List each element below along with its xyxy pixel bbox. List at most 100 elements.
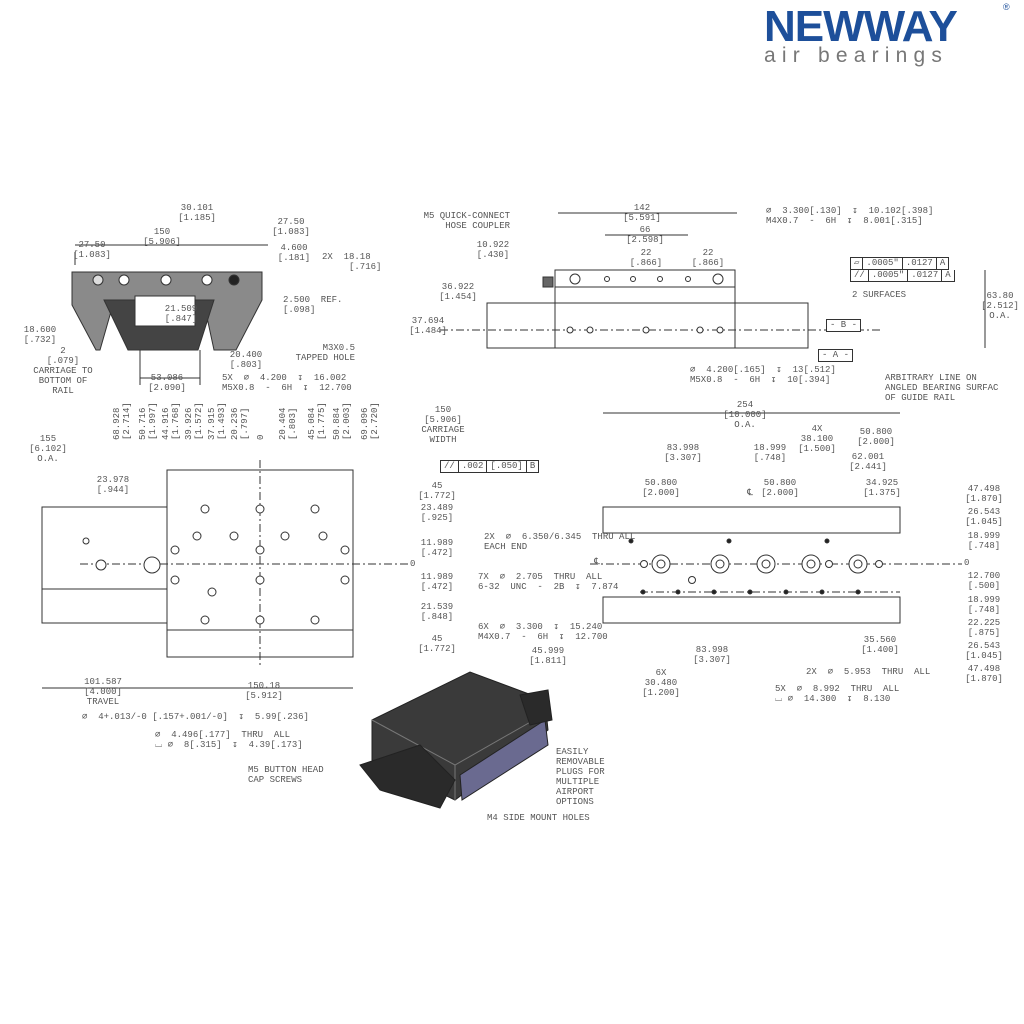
dim-66: 66 [2.598] xyxy=(626,225,664,245)
vdim-45-084: 45.084 [1.775] xyxy=(307,402,327,440)
hole-callout-5x: 5X ⌀ 4.200 ↧ 16.002 M5X0.8 - 6H ↧ 12.700 xyxy=(222,373,352,393)
parallel-icon: // xyxy=(441,461,459,472)
dim-50-800-b: 50.800 [2.000] xyxy=(761,478,799,498)
gdt-value: .0005" xyxy=(863,258,903,269)
gdt-value-mm: .0127 xyxy=(908,270,943,281)
dim-18-600: 18.600 [.732] xyxy=(23,325,57,345)
dim-21-509: 21.509 [.847] xyxy=(164,304,198,324)
side-mount-holes-note: M4 SIDE MOUNT HOLES xyxy=(487,813,590,823)
vdim-37-915: 37.915 [1.493] xyxy=(207,402,227,440)
rdim-47-498-a: 47.498 [1.870] xyxy=(965,484,1003,504)
vdim-69-096: 69.096 [2.720] xyxy=(360,402,380,440)
dowel-hole-callout: 2X ⌀ 6.350/6.345 THRU ALL EACH END xyxy=(484,532,636,552)
side-view-drawing xyxy=(440,212,986,349)
flatness-icon: ▱ xyxy=(851,258,864,269)
coupler-note: M5 QUICK-CONNECT HOSE COUPLER xyxy=(423,211,510,231)
dim-4-600: 4.600 [.181] xyxy=(277,243,311,263)
rdim-45-top: 45 [1.772] xyxy=(418,481,456,501)
dim-37-694: 37.694 [1.484] xyxy=(409,316,447,336)
thru-hole-callout: ⌀ 4.496[.177] THRU ALL ⌴ ⌀ 8[.315] ↧ 4.3… xyxy=(155,730,303,750)
dim-20-400: 20.400 [.803] xyxy=(229,350,263,370)
gdt-datum: A xyxy=(939,258,946,268)
gdt-value-mm: [.050] xyxy=(487,461,527,472)
gdt-value: .0005" xyxy=(869,270,909,281)
dim-30-101: 30.101 [1.185] xyxy=(178,203,216,223)
vdim-zero: 0 xyxy=(256,434,266,440)
rdim-26-543-a: 26.543 [1.045] xyxy=(965,507,1003,527)
rdim-23-489: 23.489 [.925] xyxy=(420,503,454,523)
dim-22-a: 22 [.866] xyxy=(629,248,663,268)
dim-18-18: 2X 18.18 [.716] xyxy=(322,252,382,272)
datum-a: - A - xyxy=(818,349,854,362)
rdim-zero: 0 xyxy=(410,559,416,569)
centerline-symbol: ℄ xyxy=(747,488,753,498)
gdt-value-mm: .0127 xyxy=(903,258,937,269)
dim-27-50-left: 27.50 [1.083] xyxy=(73,240,111,260)
rdim-22-225: 22.225 [.875] xyxy=(967,618,1001,638)
dim-22-b: 22 [.866] xyxy=(691,248,725,268)
rdim-11-989-a: 11.989 [.472] xyxy=(420,538,454,558)
dim-45-999: 45.999 [1.811] xyxy=(529,646,567,666)
gdt-value: .002 xyxy=(459,461,488,472)
rdim-21-539: 21.539 [.848] xyxy=(420,602,454,622)
dim-63-80: 63.80 [2.512] O.A. xyxy=(981,291,1019,321)
hole-callout-m4: ⌀ 3.300[.130] ↧ 10.102[.398] M4X0.7 - 6H… xyxy=(766,206,934,226)
rdim-11-989-b: 11.989 [.472] xyxy=(420,572,454,592)
dim-150-18: 150.18 [5.912] xyxy=(245,681,283,701)
gdt-datum: B xyxy=(529,461,536,471)
rdim-12-700: 12.700 [.500] xyxy=(967,571,1001,591)
pin-hole-callout: ⌀ 4+.013/-0 [.157+.001/-0] ↧ 5.99[.236] xyxy=(82,712,309,722)
dim-83-998-bottom: 83.998 [3.307] xyxy=(693,645,731,665)
dim-150: 150 [5.906] xyxy=(143,227,181,247)
dim-83-998-top: 83.998 [3.307] xyxy=(664,443,702,463)
dim-23-978: 23.978 [.944] xyxy=(96,475,130,495)
logo-tagline: air bearings xyxy=(764,44,949,67)
removable-plugs-note: EASILY REMOVABLE PLUGS FOR MULTIPLE AIRP… xyxy=(556,747,605,807)
dim-62-001: 62.001 [2.441] xyxy=(849,452,887,472)
datum-b: - B - xyxy=(826,319,862,332)
vdim-50-716: 50.716 [1.997] xyxy=(138,402,158,440)
dim-30-480: 6X 30.480 [1.200] xyxy=(642,668,680,698)
dim-36-922: 36.922 [1.454] xyxy=(439,282,477,302)
surfaces-note: 2 SURFACES xyxy=(852,290,907,300)
dim-142: 142 [5.591] xyxy=(623,203,661,223)
unc-hole-callout: 7X ⌀ 2.705 THRU ALL 6-32 UNC - 2B ↧ 7.87… xyxy=(478,572,619,592)
vdim-50-884: 50.884 [2.003] xyxy=(332,402,352,440)
vdim-20-236: 20.236 [.797] xyxy=(230,407,250,440)
carriage-to-rail-note: 2 [.079] CARRIAGE TO BOTTOM OF RAIL xyxy=(33,346,93,396)
dim-50-800-top: 50.800 [2.000] xyxy=(857,427,895,447)
counterbore-callout: 5X ⌀ 8.992 THRU ALL ⌴ ⌀ 14.300 ↧ 8.130 xyxy=(775,684,900,704)
rdim-18-999-a: 18.999 [.748] xyxy=(967,531,1001,551)
arbitrary-line-note: ARBITRARY LINE ON ANGLED BEARING SURFAC … xyxy=(885,373,999,403)
tapped-hole-note: M3X0.5 TAPPED HOLE xyxy=(295,343,355,363)
rdim-18-999-b: 18.999 [.748] xyxy=(967,595,1001,615)
parallel-icon: // xyxy=(851,270,869,281)
dim-27-50-right: 27.50 [1.083] xyxy=(272,217,310,237)
dim-155-oa: 155 [6.102] O.A. xyxy=(29,434,67,464)
m4-hole-callout: 6X ⌀ 3.300 ↧ 15.240 M4X0.7 - 6H ↧ 12.700 xyxy=(478,622,608,642)
dim-10-922: 10.922 [.430] xyxy=(476,240,510,260)
dim-35-560: 35.560 [1.400] xyxy=(861,635,899,655)
dim-50-800-a: 50.800 [2.000] xyxy=(642,478,680,498)
vdim-44-916: 44.916 [1.768] xyxy=(161,402,181,440)
dim-53-086: 53.086 [2.090] xyxy=(148,373,186,393)
registered-mark: ® xyxy=(1003,2,1010,12)
rdim-45-bottom: 45 [1.772] xyxy=(418,634,456,654)
newway-logo: NEWWAY xyxy=(764,2,958,51)
top-view-drawing xyxy=(41,460,408,689)
button-head-screws-note: M5 BUTTON HEAD CAP SCREWS xyxy=(248,765,324,785)
dim-34-925: 34.925 [1.375] xyxy=(863,478,901,498)
hole-callout-m5: ⌀ 4.200[.165] ↧ 13[.512] M5X0.8 - 6H ↧ 1… xyxy=(690,365,836,385)
gdt-datum: A xyxy=(945,270,951,280)
vdim-20-404: 20.404 [.803] xyxy=(278,407,298,440)
rail-view-drawing xyxy=(590,412,962,624)
vdim-68-928: 68.928 [2.714] xyxy=(112,402,132,440)
travel-dim: 101.587 [4.000] TRAVEL xyxy=(84,677,122,707)
centerline-symbol-left: ℄ xyxy=(594,557,600,567)
gdt-parallel-b: //.002[.050]B xyxy=(440,460,540,473)
dim-18-999-top: 18.999 [.748] xyxy=(753,443,787,463)
rdim-zero: 0 xyxy=(964,558,970,568)
